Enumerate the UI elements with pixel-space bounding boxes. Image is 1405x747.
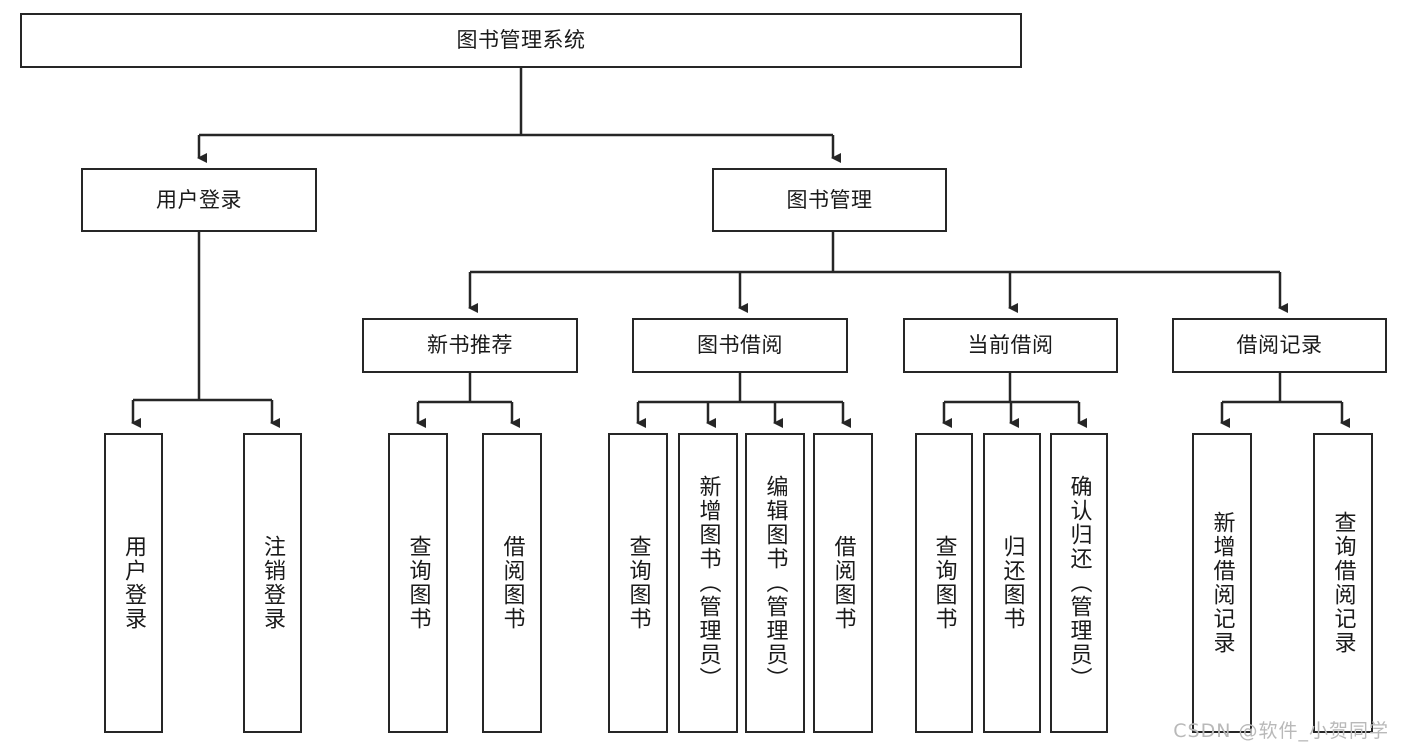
leaf-user-login[interactable]: 用户登录 bbox=[104, 433, 163, 733]
node-label: 图书管理系统 bbox=[456, 28, 586, 53]
node-borrowing-record[interactable]: 借阅记录 bbox=[1172, 318, 1387, 373]
node-label: 新书推荐 bbox=[427, 333, 513, 358]
leaf-edit-book-admin[interactable]: 编辑图书（管理员） bbox=[745, 433, 805, 733]
node-label: 借阅图书 bbox=[830, 535, 856, 631]
leaf-confirm-return-admin[interactable]: 确认归还（管理员） bbox=[1050, 433, 1108, 733]
node-current-borrowing[interactable]: 当前借阅 bbox=[903, 318, 1118, 373]
node-label: 注销登录 bbox=[260, 535, 286, 631]
node-label: 借阅图书 bbox=[499, 535, 525, 631]
node-label: 借阅记录 bbox=[1236, 333, 1323, 358]
leaf-borrow-book[interactable]: 借阅图书 bbox=[813, 433, 873, 733]
node-label: 查询图书 bbox=[931, 535, 957, 631]
csdn-watermark: CSDN @软件_小贺同学 bbox=[1173, 720, 1389, 742]
node-root-book-management-system[interactable]: 图书管理系统 bbox=[20, 13, 1022, 68]
node-label: 新增图书（管理员） bbox=[695, 475, 721, 691]
node-label: 当前借阅 bbox=[967, 333, 1054, 358]
node-label: 用户登录 bbox=[121, 535, 147, 631]
node-label: 图书管理 bbox=[786, 187, 873, 212]
leaf-add-borrow-record[interactable]: 新增借阅记录 bbox=[1192, 433, 1252, 733]
leaf-query-book-new[interactable]: 查询图书 bbox=[388, 433, 448, 733]
node-label: 确认归还（管理员） bbox=[1066, 475, 1092, 691]
node-label: 查询图书 bbox=[625, 535, 651, 631]
node-user-login[interactable]: 用户登录 bbox=[81, 168, 317, 232]
leaf-query-book-borrow[interactable]: 查询图书 bbox=[608, 433, 668, 733]
node-new-book-recommendation[interactable]: 新书推荐 bbox=[362, 318, 578, 373]
leaf-logout[interactable]: 注销登录 bbox=[243, 433, 302, 733]
node-label: 查询图书 bbox=[405, 535, 431, 631]
node-label: 图书借阅 bbox=[697, 333, 783, 358]
leaf-query-borrow-record[interactable]: 查询借阅记录 bbox=[1313, 433, 1373, 733]
node-label: 编辑图书（管理员） bbox=[762, 475, 788, 691]
leaf-borrow-book-new[interactable]: 借阅图书 bbox=[482, 433, 542, 733]
leaf-add-book-admin[interactable]: 新增图书（管理员） bbox=[678, 433, 738, 733]
node-label: 归还图书 bbox=[999, 535, 1025, 631]
node-book-management[interactable]: 图书管理 bbox=[712, 168, 947, 232]
leaf-query-book-current[interactable]: 查询图书 bbox=[915, 433, 973, 733]
leaf-return-book[interactable]: 归还图书 bbox=[983, 433, 1041, 733]
node-label: 查询借阅记录 bbox=[1330, 511, 1356, 655]
node-label: 新增借阅记录 bbox=[1209, 511, 1235, 655]
node-label: 用户登录 bbox=[156, 187, 242, 212]
node-book-borrowing[interactable]: 图书借阅 bbox=[632, 318, 848, 373]
